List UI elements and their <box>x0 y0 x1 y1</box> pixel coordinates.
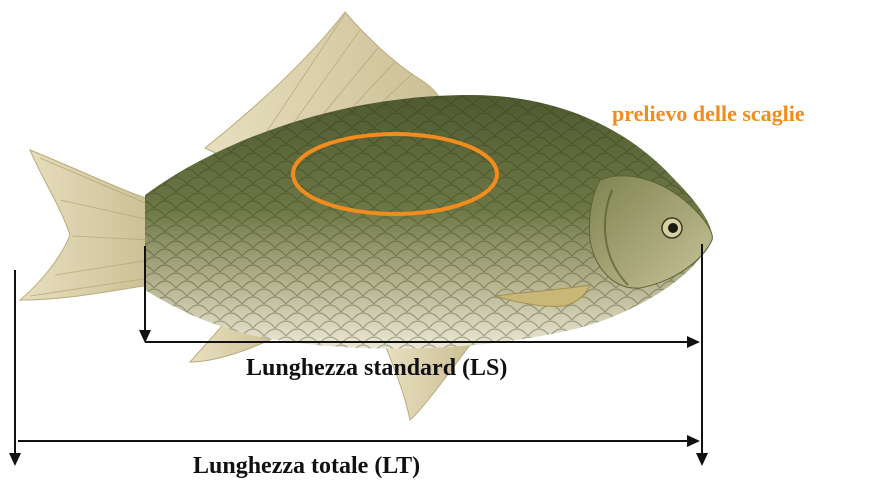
scale-sampling-label: prelievo delle scaglie <box>612 101 805 127</box>
standard-length-label: Lunghezza standard (LS) <box>246 355 507 382</box>
tail-fin <box>20 150 152 300</box>
fish-head <box>589 176 712 288</box>
total-length-label: Lunghezza totale (LT) <box>193 453 420 480</box>
